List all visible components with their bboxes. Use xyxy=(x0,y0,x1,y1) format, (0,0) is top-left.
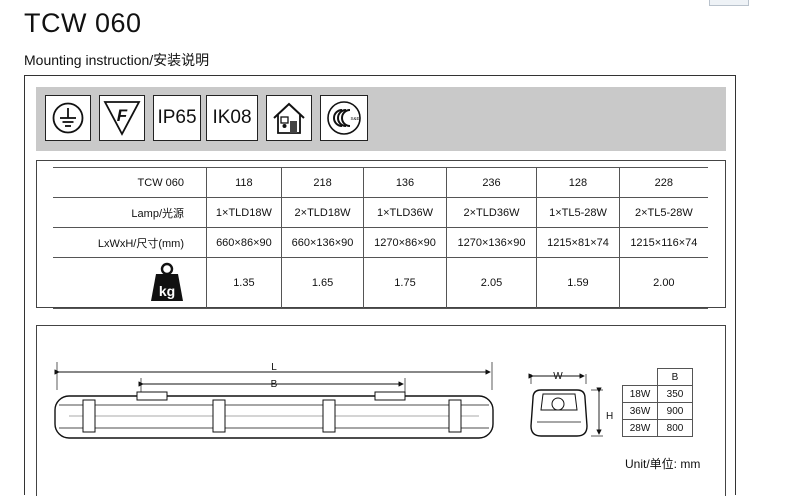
row-label: Lamp/光源 xyxy=(53,197,207,228)
dimension-cell: 1215×81×74 xyxy=(536,227,620,258)
dimension-cell: 1270×86×90 xyxy=(363,227,447,258)
weight-cell: 2.00 xyxy=(618,257,708,309)
variant-cell: 228 xyxy=(618,167,708,198)
svg-text:B: B xyxy=(271,379,278,390)
weight-cell: 1.65 xyxy=(280,257,364,309)
spec-header-row: TCW 060 118 218 136 236 128 228 xyxy=(53,167,708,198)
b-table-header: B xyxy=(657,368,693,386)
b-table-row: 18W 350 xyxy=(622,385,693,403)
ccc-certification-icon: S&E xyxy=(320,95,368,141)
variant-cell: 118 xyxy=(206,167,282,198)
b-table-row: 28W 800 xyxy=(622,419,693,437)
svg-text:F: F xyxy=(117,106,128,125)
protective-earth-icon xyxy=(45,95,91,141)
kg-weight-icon: kg xyxy=(151,262,183,301)
corner-tab xyxy=(709,0,749,6)
b-distance-table: B 18W 350 36W 900 28W 800 xyxy=(622,368,693,437)
length-dimension: L xyxy=(54,362,493,390)
mounting-distance-dimension: B xyxy=(138,378,406,398)
unit-label: Unit/单位: mm xyxy=(625,457,701,471)
wattage-cell: 18W xyxy=(622,385,658,403)
certification-icon-band: F IP65 IK08 S&E xyxy=(36,87,726,151)
luminaire-end-view: W H xyxy=(528,371,613,437)
dimension-cell: 660×86×90 xyxy=(206,227,282,258)
variant-cell: 236 xyxy=(445,167,537,198)
svg-text:H: H xyxy=(606,411,613,422)
luminaire-side-view xyxy=(54,391,494,439)
spec-table-panel: TCW 060 118 218 136 236 128 228 Lamp/光源 … xyxy=(36,160,726,309)
weight-cell: 1.75 xyxy=(363,257,447,309)
svg-text:S&E: S&E xyxy=(350,116,359,121)
b-value-cell: 900 xyxy=(657,402,693,420)
model-name-cell: TCW 060 xyxy=(53,167,207,198)
lamp-cell: 2×TLD18W xyxy=(280,197,364,228)
ik-rating-badge: IK08 xyxy=(206,95,258,141)
dimension-cell: 660×136×90 xyxy=(280,227,364,258)
document-frame xyxy=(24,75,736,495)
weight-row: kg 1.35 1.65 1.75 2.05 1.59 2.00 xyxy=(53,257,708,309)
variant-cell: 218 xyxy=(280,167,364,198)
dimensions-row: LxWxH/尺寸(mm) 660×86×90 660×136×90 1270×8… xyxy=(53,227,708,258)
b-value-cell: 350 xyxy=(657,385,693,403)
weight-cell: 1.59 xyxy=(536,257,620,309)
f-mark-icon: F xyxy=(99,95,145,141)
weight-icon-cell: kg xyxy=(53,257,207,309)
svg-text:W: W xyxy=(553,371,563,382)
svg-text:L: L xyxy=(271,362,277,373)
ip-rating-badge: IP65 xyxy=(153,95,201,141)
svg-text:kg: kg xyxy=(159,283,175,299)
row-label: LxWxH/尺寸(mm) xyxy=(53,227,207,258)
wattage-cell: 28W xyxy=(622,419,658,437)
b-table-row: 36W 900 xyxy=(622,402,693,420)
wattage-cell: 36W xyxy=(622,402,658,420)
variant-cell: 128 xyxy=(536,167,620,198)
b-table-empty-cell xyxy=(622,368,658,386)
variant-cell: 136 xyxy=(363,167,447,198)
luminaire-drawing: L B W xyxy=(54,362,613,439)
b-value-cell: 800 xyxy=(657,419,693,437)
lamp-cell: 1×TL5-28W xyxy=(536,197,620,228)
b-table-header-row: B xyxy=(622,368,693,386)
lamp-cell: 1×TLD18W xyxy=(206,197,282,228)
technical-drawing-panel: L B W xyxy=(36,325,726,496)
lamp-cell: 2×TLD36W xyxy=(445,197,537,228)
dimension-cell: 1270×136×90 xyxy=(445,227,537,258)
lamp-cell: 2×TL5-28W xyxy=(618,197,708,228)
weight-cell: 1.35 xyxy=(206,257,282,309)
spec-table: TCW 060 118 218 136 236 128 228 Lamp/光源 … xyxy=(53,167,708,309)
lamp-cell: 1×TLD36W xyxy=(363,197,447,228)
indoor-use-icon xyxy=(266,95,312,141)
weight-cell: 2.05 xyxy=(445,257,537,309)
page-subtitle: Mounting instruction/安装说明 xyxy=(24,52,210,68)
dimension-cell: 1215×116×74 xyxy=(618,227,708,258)
lamp-row: Lamp/光源 1×TLD18W 2×TLD18W 1×TLD36W 2×TLD… xyxy=(53,197,708,228)
page-title: TCW 060 xyxy=(24,8,142,38)
